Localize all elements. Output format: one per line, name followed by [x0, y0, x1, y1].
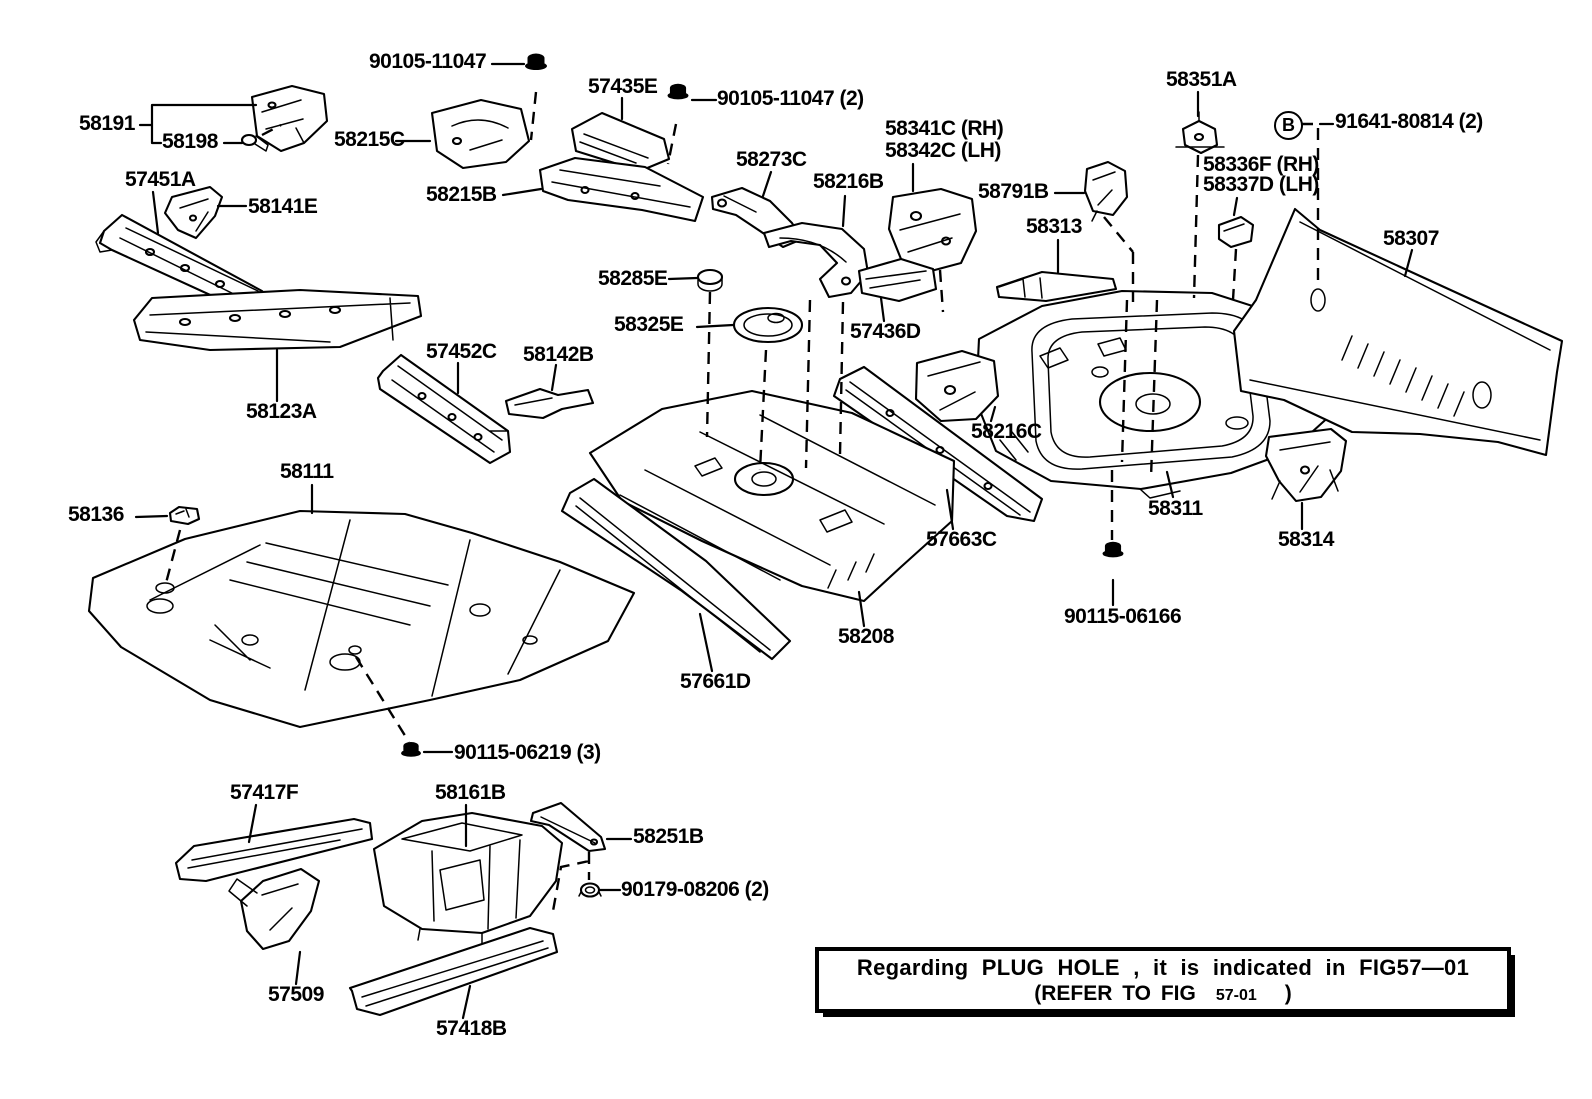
part-drawing-57418B [348, 926, 559, 1017]
part-label-90115-06219-3: 90115-06219 (3) [454, 741, 601, 764]
part-label-91641-80814-2: 91641-80814 (2) [1335, 110, 1483, 133]
note-line-2: (REFER TO FIG 57-01) [819, 982, 1507, 1006]
part-drawing-58198-screw [240, 133, 269, 152]
part-label-58325e: 58325E [614, 313, 684, 336]
part-label-58337d-lh: 58337D (LH) [1203, 173, 1319, 196]
part-drawing-57509 [228, 867, 321, 951]
part-label-58351a: 58351A [1166, 68, 1237, 91]
part-label-58141e: 58141E [248, 195, 318, 218]
part-label-58216b: 58216B [813, 170, 884, 193]
bolt-icon-90115-06219 [401, 741, 421, 775]
part-drawing-58215B [538, 156, 705, 223]
part-drawing-58142B [504, 387, 595, 420]
part-label-90179-08206-2: 90179-08206 (2) [621, 878, 769, 901]
part-drawing-58215C [430, 98, 531, 170]
part-drawing-57417F [174, 817, 374, 883]
callout-symbol-b: B [1274, 111, 1303, 140]
part-drawing-58208-center-floor-pan [588, 389, 956, 603]
part-drawing-58161B [372, 811, 564, 945]
part-drawing-58313 [995, 270, 1118, 303]
part-label-58285e: 58285E [598, 267, 668, 290]
part-label-58111: 58111 [280, 460, 334, 483]
part-label-58342c-lh: 58342C (LH) [885, 139, 1001, 162]
part-drawing-58191 [250, 84, 329, 153]
part-drawing-58285E-cap [696, 268, 724, 292]
part-drawing-58123A [132, 288, 423, 352]
part-label-58791b: 58791B [978, 180, 1049, 203]
part-label-58336f-rh: 58336F (RH) [1203, 153, 1319, 176]
part-drawing-58307-back-panel [1232, 207, 1564, 457]
bolt-icon-90105-11047-2 [667, 83, 689, 119]
hidden-lines [164, 91, 1320, 912]
part-label-90105-11047: 90105-11047 [369, 50, 487, 73]
part-drawing-58136-clip [168, 505, 201, 526]
part-drawing-58216C [914, 349, 1000, 423]
part-label-58215b: 58215B [426, 183, 497, 206]
note-refer-prefix: (REFER TO FIG [1034, 982, 1196, 1005]
part-label-57435e: 57435E [588, 75, 658, 98]
bolt-icon-90105-11047 [525, 53, 547, 90]
part-drawing-58111-front-floor-pan [87, 509, 636, 729]
part-label-58123a: 58123A [246, 400, 317, 423]
part-label-58161b: 58161B [435, 781, 506, 804]
part-drawing-58141E [163, 185, 224, 240]
part-label-58198: 58198 [162, 130, 218, 153]
part-drawing-57436D [857, 257, 938, 303]
part-drawing-58336F [1217, 215, 1255, 249]
part-drawing-58341C [887, 187, 978, 273]
part-label-90115-06166: 90115-06166 [1064, 605, 1182, 628]
part-label-58314: 58314 [1278, 528, 1334, 551]
part-label-57452c: 57452C [426, 340, 497, 363]
plug-hole-note: Regarding PLUG HOLE , it is indicated in… [815, 947, 1511, 1013]
part-drawing-57661D [560, 477, 792, 661]
part-label-58313: 58313 [1026, 215, 1082, 238]
part-label-57661d: 57661D [680, 670, 751, 693]
part-label-58216c: 58216C [971, 420, 1042, 443]
part-label-57436d: 57436D [850, 320, 921, 343]
part-label-58191: 58191 [79, 112, 135, 135]
part-label-58251b: 58251B [633, 825, 704, 848]
leader-lines [134, 62, 1414, 1020]
part-drawing-57663C [832, 365, 1044, 523]
part-label-57417f: 57417F [230, 781, 299, 804]
part-label-58142b: 58142B [523, 343, 594, 366]
part-label-58273c: 58273C [736, 148, 807, 171]
part-label-90105-11047-2: 90105-11047 (2) [717, 87, 864, 110]
part-label-58136: 58136 [68, 503, 124, 526]
part-drawing-57452C [376, 353, 512, 465]
part-drawing-58216B [762, 221, 870, 299]
note-refer-suffix: ) [1284, 982, 1292, 1005]
part-drawing-58251B [529, 801, 607, 853]
part-label-57418b: 57418B [436, 1017, 507, 1040]
note-fig-number: 57-01 [1215, 987, 1257, 1004]
part-drawing-58791B [1083, 160, 1129, 222]
part-label-58208: 58208 [838, 625, 894, 648]
part-label-57451a: 57451A [125, 168, 196, 191]
part-label-58215c: 58215C [334, 128, 405, 151]
part-drawing-57435E [570, 111, 671, 173]
note-line-1: Regarding PLUG HOLE , it is indicated in… [856, 955, 1470, 980]
part-drawing-58325E-grommet [732, 306, 804, 344]
part-label-58311: 58311 [1148, 497, 1203, 520]
part-label-57509: 57509 [268, 983, 324, 1006]
bolt-icon-90115-06166 [1102, 541, 1124, 577]
part-drawing-58351A [1175, 111, 1225, 155]
nut-icon-90179-08206 [578, 882, 602, 898]
part-drawing-58314 [1264, 427, 1348, 503]
part-label-57663c: 57663C [926, 528, 997, 551]
part-label-58341c-rh: 58341C (RH) [885, 117, 1004, 140]
part-label-58307: 58307 [1383, 227, 1439, 250]
